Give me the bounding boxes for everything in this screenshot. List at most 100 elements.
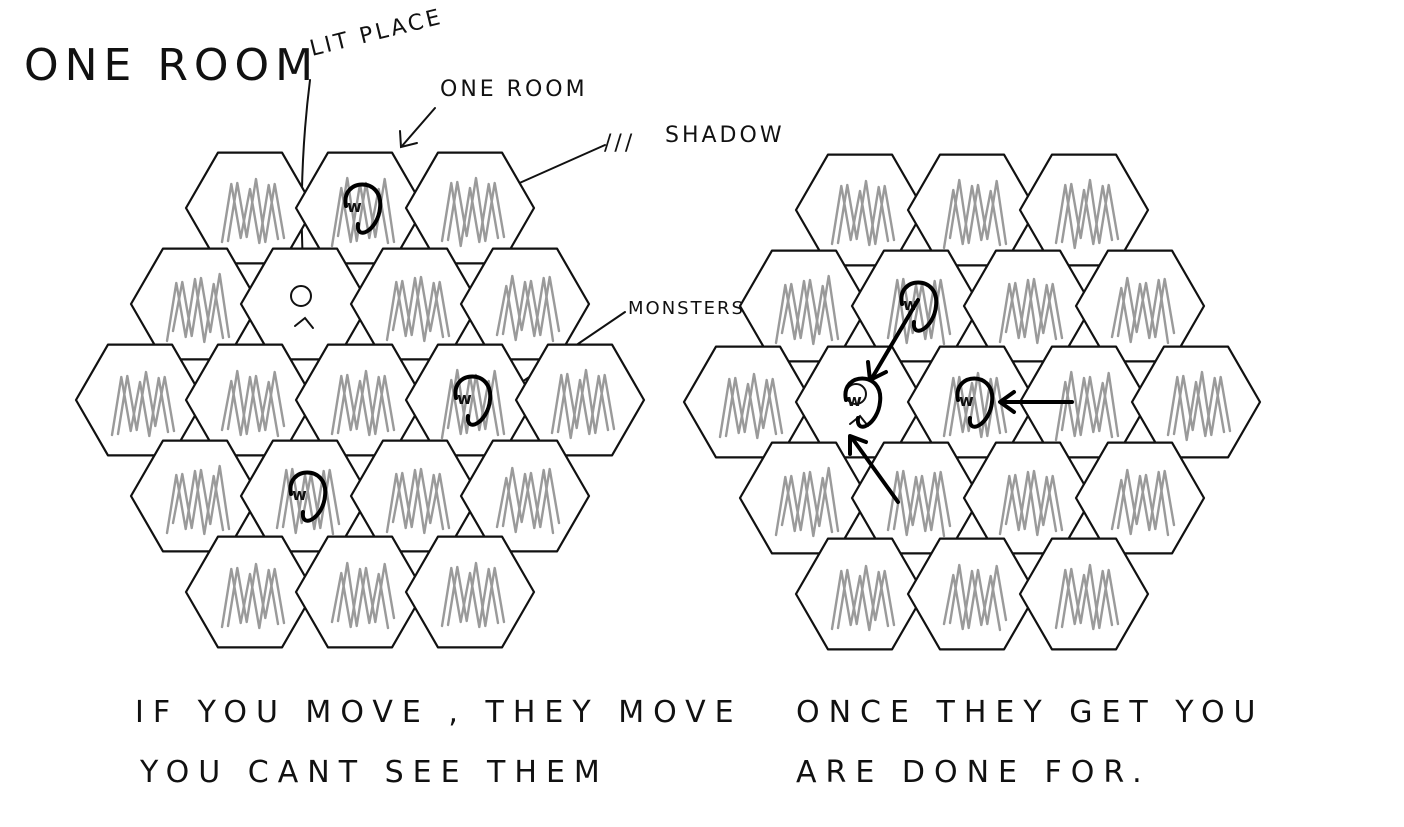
shadow-scribble [330,374,390,437]
shadow-scribble [226,369,286,436]
hex-cell [459,247,591,361]
hex-tile [294,535,426,649]
hex-cell [1018,345,1150,459]
shadow-scribble [886,470,946,538]
hex-tile [906,537,1038,651]
hex-cell [1074,441,1206,555]
shadow-scribble [550,373,610,440]
shadow-scribble [171,272,231,339]
hex-tile [850,441,982,555]
hex-cell [682,345,814,459]
shadow-scribble [165,469,225,536]
shadow-scribble [330,567,390,630]
shadow-scribble [1060,563,1120,630]
hex-cell [404,151,536,265]
shadow-scribble [501,466,561,529]
arrowhead-icon [998,390,1016,414]
hex-tile [962,441,1094,555]
shadow-scribble [446,561,506,628]
monster-body [288,470,328,523]
player-figure-icon [294,316,314,329]
hex-cell [184,535,316,649]
monster-approach-arrow [870,298,920,380]
shadow-scribble [892,469,952,532]
hex-tile [1074,441,1206,555]
hex-cell [1018,153,1150,267]
shadow-scribble [1172,370,1232,437]
shadow-scribble [495,276,555,343]
player-figure-icon [849,414,869,427]
monster-body [343,182,383,235]
hex-tile [794,153,926,267]
shadow-scribble [116,370,176,436]
shadow-label: SHADOW [665,123,785,148]
hex-cell [906,537,1038,651]
hex-cell [738,249,870,363]
page-title: ONE ROOM [24,40,319,91]
hex-cell [850,441,982,555]
hex-cell [129,439,261,553]
monster-mark: w [959,391,974,410]
hex-tile [74,343,206,457]
shadow-scribble [1110,278,1170,345]
shadow-pointer [514,144,606,186]
shadow-scribble [724,372,784,438]
hex-cell: w [294,151,426,265]
shadow-scribble [440,566,500,629]
hex-cell [1018,537,1150,651]
shadow-scribble [501,274,561,337]
shadow-scribble [1166,375,1226,442]
shadow-scribble [1060,370,1120,438]
hex-cell [962,441,1094,555]
arrowhead-icon [848,434,868,456]
monster-approach-arrow [850,436,900,504]
shadow-scribble [1054,568,1114,631]
shadow-scribble [220,182,280,245]
shadow-scribble [385,276,445,343]
monster-icon: w [343,182,383,235]
monster-body [453,374,493,427]
shadow-scribble [226,177,286,244]
shadow-scribble [942,184,1002,250]
shadow-scribble [440,181,500,248]
shadow-scribble [1054,376,1114,442]
monster-icon: w [453,374,493,427]
shadow-scribble [1116,276,1176,339]
shadow-scribble [886,278,946,346]
lit-place-label: LIT PLACE [307,5,445,62]
hex-cell [239,247,371,361]
hex-cell: w [906,345,1038,459]
monster-mark: w [847,391,862,410]
hex-tile [459,439,591,553]
hex-cell [404,535,536,649]
hex-cell [794,537,926,651]
monster-body [899,280,939,333]
hex-tile [404,535,536,649]
shadow-scribble [830,184,890,247]
hex-cell [294,535,426,649]
shadow-scribble [336,561,396,628]
shadow-scribble [942,569,1002,632]
hex-tile [962,249,1094,363]
shadow-scribble [220,567,280,630]
hex-tile [794,537,926,651]
hex-tile [184,535,316,649]
hex-cell [906,153,1038,267]
monster-mark: w [347,197,362,216]
hex-cell [184,343,316,457]
one-room-arrowhead [399,130,418,149]
shadow-scribble [718,377,778,440]
shadow-scribble [220,375,280,438]
shadow-scribble [1060,178,1120,245]
hex-tile [738,249,870,363]
shadow-scribble [836,179,896,246]
shadow-scribble [1110,470,1170,537]
hex-cell [349,247,481,361]
hex-tile [294,343,426,457]
hex-cell [794,153,926,267]
shadow-scribble [998,470,1058,537]
shadow-scribble [495,468,555,535]
hex-tile [129,439,261,553]
one-room-pointer [401,107,436,147]
